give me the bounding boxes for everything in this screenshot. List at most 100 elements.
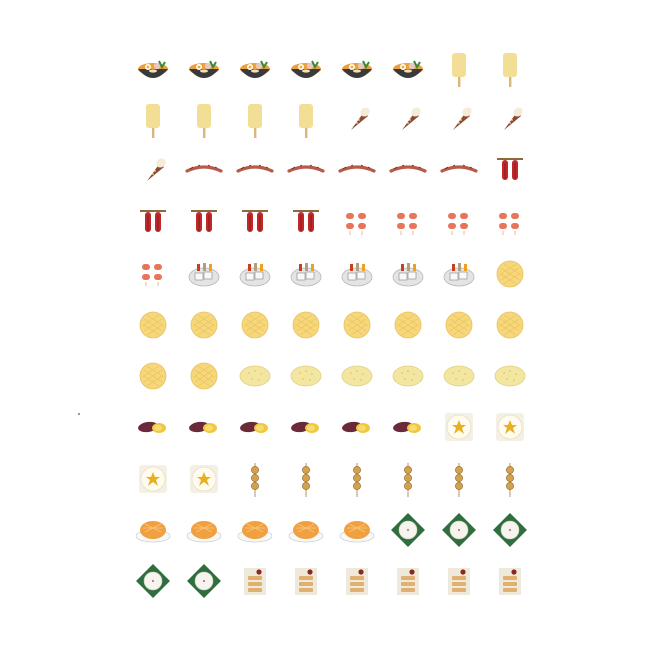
dango-skewer-icon <box>251 463 259 497</box>
sticker <box>335 98 379 142</box>
sticker <box>335 303 379 347</box>
waffle-icon <box>394 311 422 339</box>
sticker <box>386 149 430 193</box>
fried-cake-icon <box>290 365 322 387</box>
sticker <box>233 149 277 193</box>
waffle-icon <box>139 362 167 390</box>
ice-pop-icon <box>197 104 211 138</box>
fried-tofu-box-icon <box>397 568 419 595</box>
dango-skewer-icon <box>353 463 361 497</box>
star-plate-icon <box>190 465 218 493</box>
waffle-icon <box>496 311 524 339</box>
sticker <box>182 303 226 347</box>
sticker <box>182 98 226 142</box>
sticker <box>233 508 277 552</box>
waffle-icon <box>292 311 320 339</box>
sticker <box>284 559 328 603</box>
sticker <box>335 201 379 245</box>
sticker <box>182 405 226 449</box>
sticker <box>284 457 328 501</box>
sticker <box>335 252 379 296</box>
sticker <box>335 47 379 91</box>
sticker <box>233 559 277 603</box>
sticker <box>488 303 532 347</box>
sticker <box>437 559 481 603</box>
sausage-icon <box>236 164 274 173</box>
hanging-sausages-icon <box>242 210 268 232</box>
sticker <box>131 252 175 296</box>
waffle-icon <box>496 260 524 288</box>
sticker <box>335 559 379 603</box>
hanging-sausages-icon <box>497 158 523 180</box>
fried-cake-icon <box>494 365 526 387</box>
tofu-plate-icon <box>443 263 475 287</box>
sticker <box>335 457 379 501</box>
stray-dot <box>78 413 80 415</box>
sticker <box>182 508 226 552</box>
sausage-icon <box>287 164 325 173</box>
tofu-plate-icon <box>239 263 271 287</box>
fried-cake-icon <box>392 365 424 387</box>
sticker <box>182 457 226 501</box>
sausage-icon <box>338 164 376 173</box>
sticker <box>386 98 430 142</box>
sweet-potato-icon <box>393 421 421 433</box>
sticker <box>488 354 532 398</box>
sticker <box>284 354 328 398</box>
shrimp-skewer-icon <box>346 213 366 235</box>
fried-tofu-box-icon <box>346 568 368 595</box>
ice-pop-icon <box>146 104 160 138</box>
ice-pop-icon <box>452 53 466 87</box>
sweet-potato-icon <box>342 421 370 433</box>
sticker <box>131 508 175 552</box>
sticker <box>284 252 328 296</box>
sticker <box>335 354 379 398</box>
sticker <box>131 149 175 193</box>
sticker <box>233 457 277 501</box>
fried-tofu-box-icon <box>244 568 266 595</box>
fried-tofu-box-icon <box>295 568 317 595</box>
fried-cake-icon <box>341 365 373 387</box>
sticker <box>437 457 481 501</box>
ice-pop-icon <box>248 104 262 138</box>
sticker <box>233 201 277 245</box>
sticker <box>233 405 277 449</box>
dango-skewer-icon <box>506 463 514 497</box>
sweet-potato-icon <box>189 421 217 433</box>
sticker <box>386 303 430 347</box>
rice-cake-leaf-icon <box>187 564 221 598</box>
ramen-bowl-icon <box>393 60 423 78</box>
tofu-plate-icon <box>188 263 220 287</box>
sticker <box>131 47 175 91</box>
dango-skewer-icon <box>404 463 412 497</box>
ramen-bowl-icon <box>189 60 219 78</box>
sticker <box>488 405 532 449</box>
dango-skewer-icon <box>455 463 463 497</box>
sticker <box>386 201 430 245</box>
sticker <box>488 98 532 142</box>
sticker <box>131 354 175 398</box>
sticker <box>233 252 277 296</box>
ramen-bowl-icon <box>291 60 321 78</box>
melon-bun-icon <box>135 521 171 543</box>
sticker <box>131 201 175 245</box>
ice-cream-cone-icon <box>351 107 370 130</box>
ice-cream-cone-icon <box>147 158 166 181</box>
ice-cream-cone-icon <box>504 107 523 130</box>
sticker <box>437 405 481 449</box>
sticker <box>284 508 328 552</box>
sticker <box>437 47 481 91</box>
sticker <box>437 201 481 245</box>
sweet-potato-icon <box>291 421 319 433</box>
sticker <box>284 201 328 245</box>
hanging-sausages-icon <box>140 210 166 232</box>
sticker <box>386 252 430 296</box>
waffle-icon <box>343 311 371 339</box>
sticker <box>182 354 226 398</box>
fried-tofu-box-icon <box>499 568 521 595</box>
sausage-icon <box>389 164 427 173</box>
sticker <box>284 98 328 142</box>
sticker <box>284 405 328 449</box>
ice-pop-icon <box>503 53 517 87</box>
